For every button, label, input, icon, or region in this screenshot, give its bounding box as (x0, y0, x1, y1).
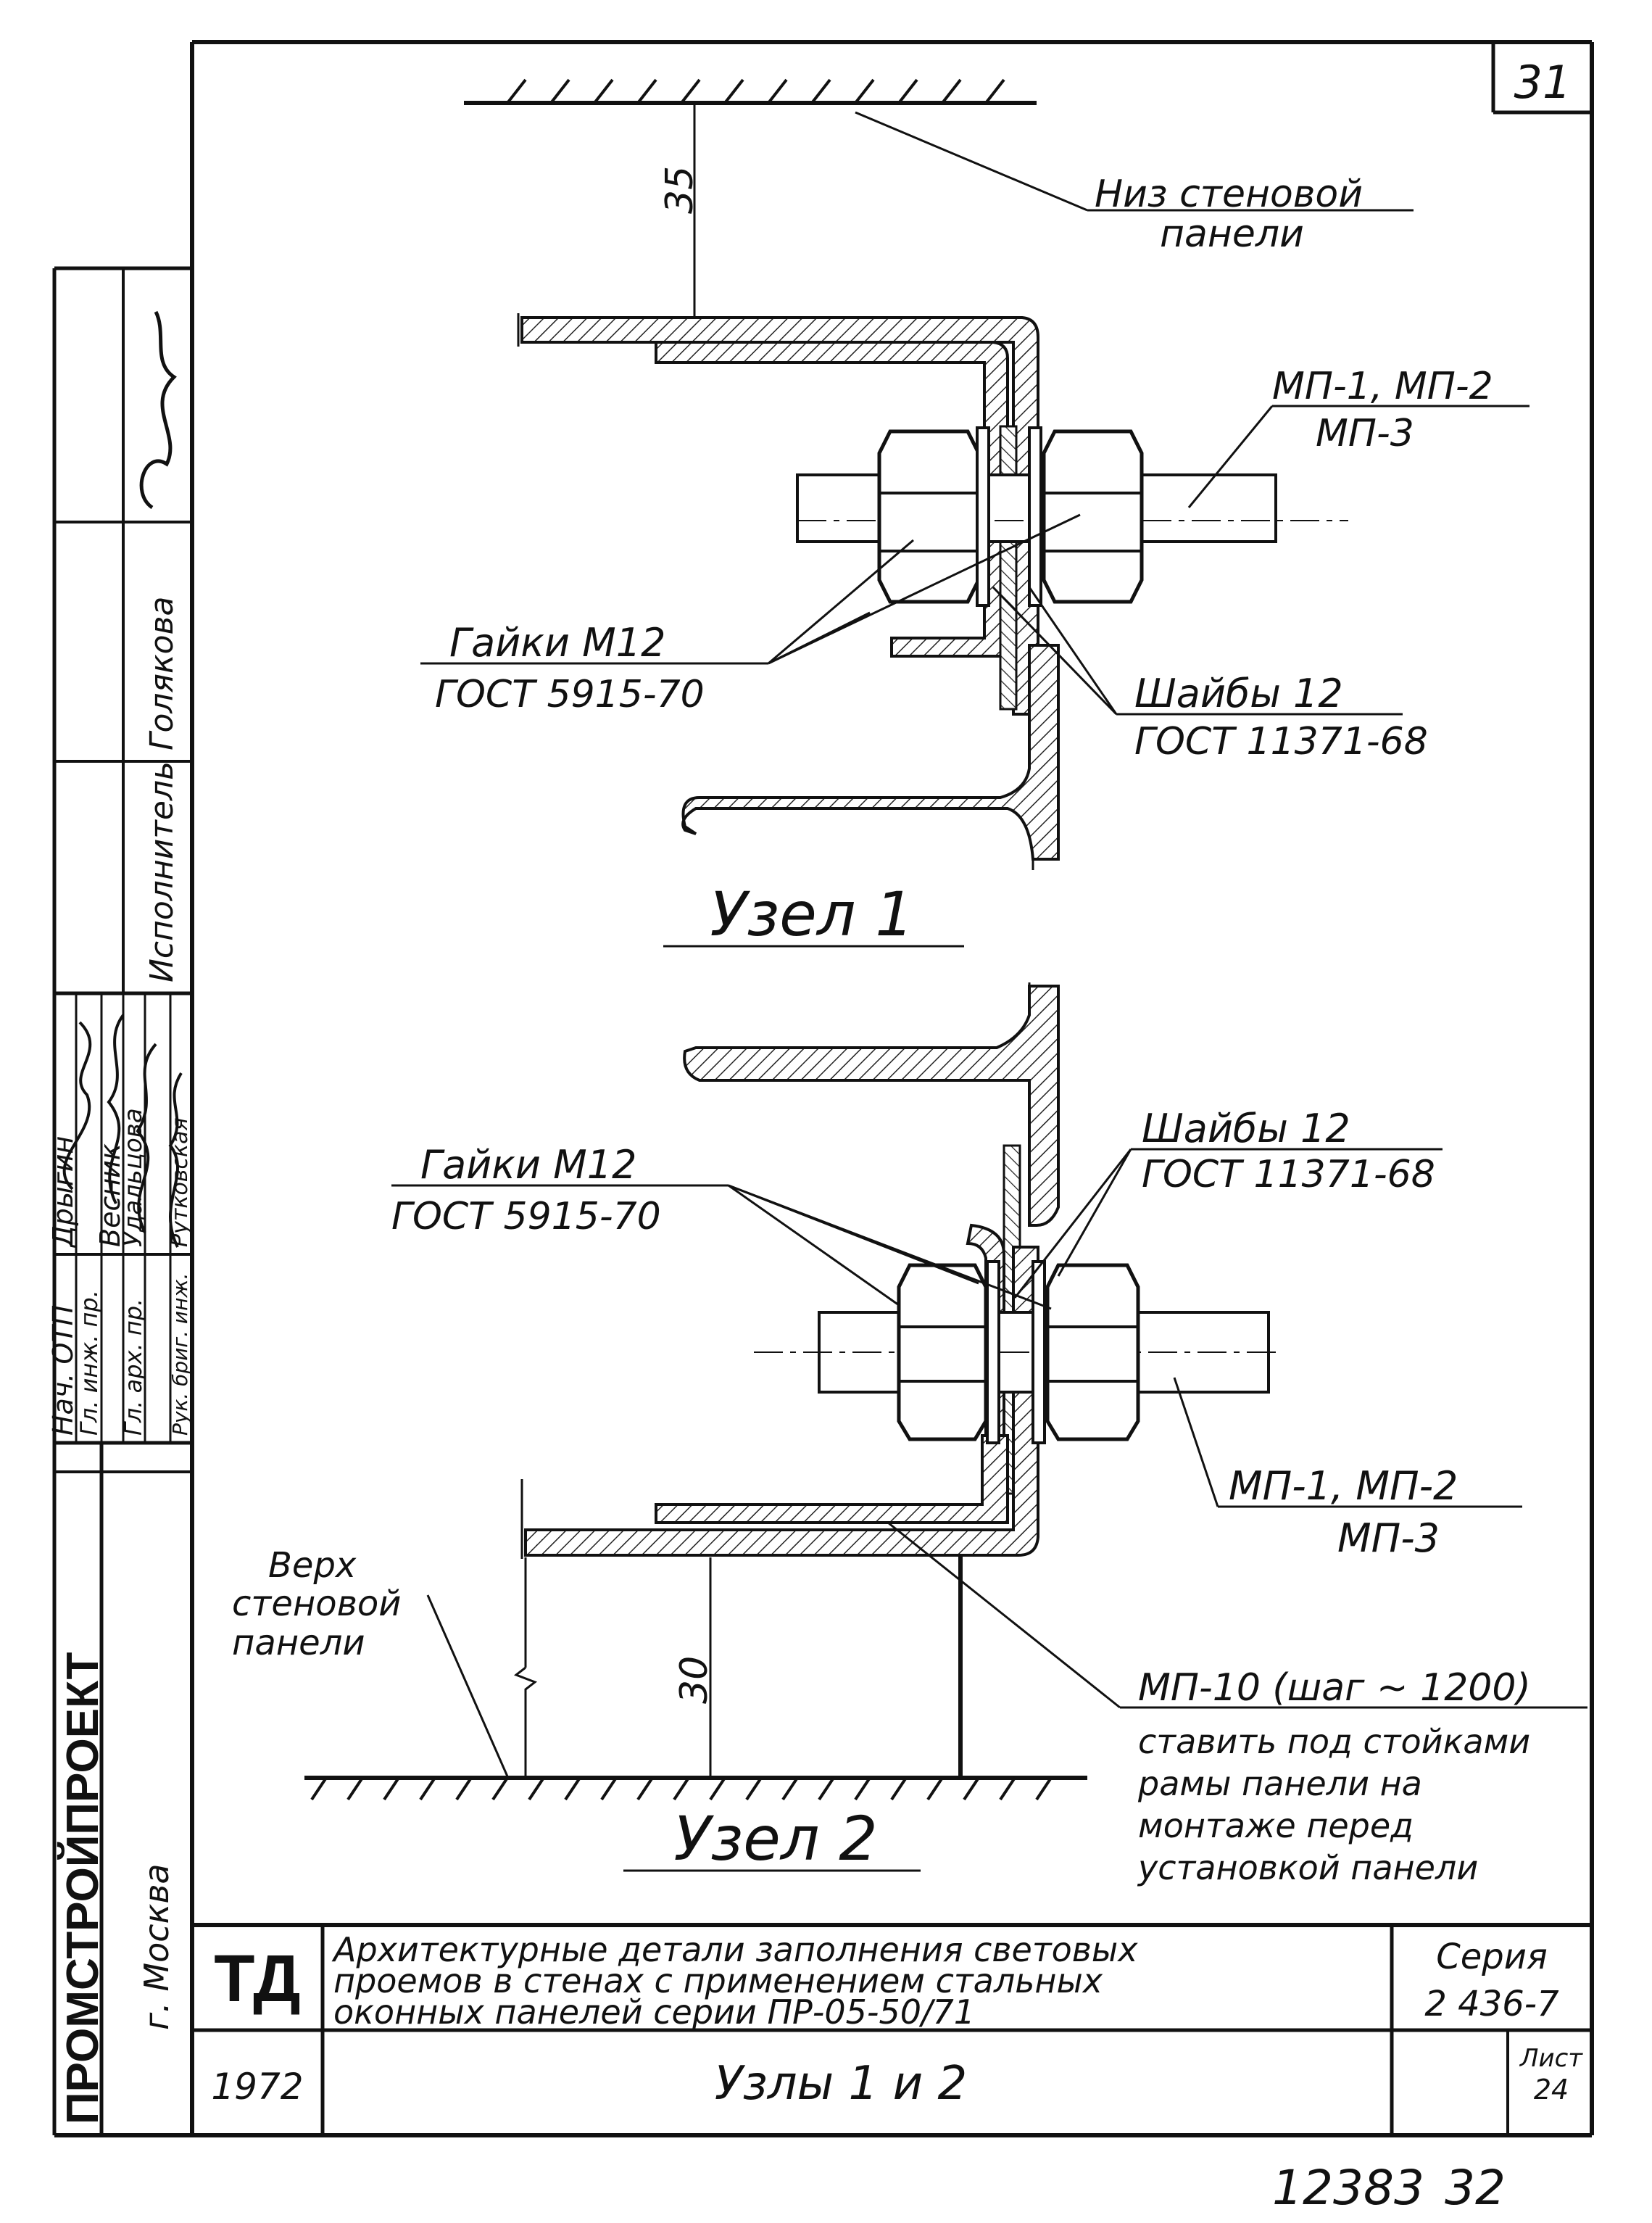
title-line-2: проемов в стенах с применением стальных (333, 1961, 1103, 2000)
node2-mp-1: МП-1, МП-2 (1229, 1463, 1458, 1509)
node2-panel-top-2: стеновой (232, 1584, 401, 1624)
node2-mp10-2: ставить под стойками (1138, 1722, 1530, 1761)
name-1: Дрыгин (47, 1136, 79, 1249)
node1-panel-bottom-2: панели (1160, 212, 1304, 256)
title-line-3: оконных панелей серии ПР-05-50/71 (333, 1992, 975, 2032)
executor-signature (139, 310, 177, 510)
node2-panel-top-1: Верх (268, 1545, 357, 1586)
node2-mp10-1: МП-10 (шаг ~ 1200) (1138, 1666, 1531, 1710)
node2-mp10-5: установкой панели (1137, 1848, 1478, 1887)
role-4: Рук. бриг. инж. (168, 1272, 192, 1436)
name-3: Удальцова (119, 1108, 148, 1247)
node1-drawing (420, 78, 1529, 948)
node1-mp-1: МП-1, МП-2 (1272, 365, 1493, 408)
node2-dimension: 30 (673, 1656, 716, 1704)
role-1: Нач. ОТП (47, 1305, 79, 1436)
node2-panel-top-3: панели (232, 1623, 365, 1663)
executor-role: Исполнитель (144, 761, 180, 982)
node1-washers-2: ГОСТ 11371-68 (1134, 720, 1428, 763)
sheet-number-bottom: 32 (1445, 2160, 1506, 2216)
node1-nuts-1: Гайки М12 (449, 620, 665, 666)
node2-mp10-3: рамы панели на (1137, 1764, 1422, 1803)
node1-label: Узел 1 (710, 879, 913, 950)
name-4: Рутковская (167, 1117, 193, 1247)
sheet-subject: Узлы 1 и 2 (715, 2057, 968, 2111)
name-2: Весник (94, 1143, 126, 1247)
organization-city: г. Москва (137, 1863, 176, 2030)
series-value: 2 436-7 (1424, 1984, 1559, 2024)
role-3: Гл. арх. пр. (120, 1299, 147, 1436)
node2-mp10-4: монтаже перед (1138, 1806, 1414, 1845)
node2-drawing (304, 982, 1587, 1872)
node2-nuts-2: ГОСТ 5915-70 (391, 1195, 661, 1238)
node1-dimension: 35 (658, 166, 702, 214)
side-stamp (53, 268, 192, 2135)
node2-washers-1: Шайбы 12 (1142, 1106, 1350, 1151)
executor-name: Голякова (144, 597, 180, 750)
inventory-number: 12383 (1272, 2160, 1424, 2216)
roles-signatures (62, 1014, 183, 1248)
node1-washers-1: Шайбы 12 (1134, 671, 1343, 716)
series-label: Серия (1436, 1937, 1548, 1977)
node2-washers-2: ГОСТ 11371-68 (1142, 1153, 1435, 1196)
node1-nuts-2: ГОСТ 5915-70 (435, 673, 705, 716)
year: 1972 (211, 2066, 303, 2108)
node2-label: Узел 2 (673, 1803, 877, 1874)
node1-panel-bottom-1: Низ стеновой (1095, 173, 1363, 216)
node2-nuts-1: Гайки М12 (420, 1142, 636, 1188)
sheet-label: Лист (1519, 2044, 1583, 2073)
td-logo: ТД (214, 1942, 300, 2016)
node1-mp-2: МП-3 (1316, 412, 1414, 455)
title-block-frame (192, 1923, 1592, 2135)
node2-mp-2: МП-3 (1337, 1515, 1440, 1561)
title-line-1: Архитектурные детали заполнения световых (331, 1930, 1138, 1969)
sheet-number-top: 31 (1514, 56, 1572, 109)
role-2: Гл. инж. пр. (75, 1290, 103, 1436)
sheet-value: 24 (1534, 2074, 1569, 2106)
organization-name: ПРОМСТРОЙПРОЕКТ (57, 1652, 108, 2124)
